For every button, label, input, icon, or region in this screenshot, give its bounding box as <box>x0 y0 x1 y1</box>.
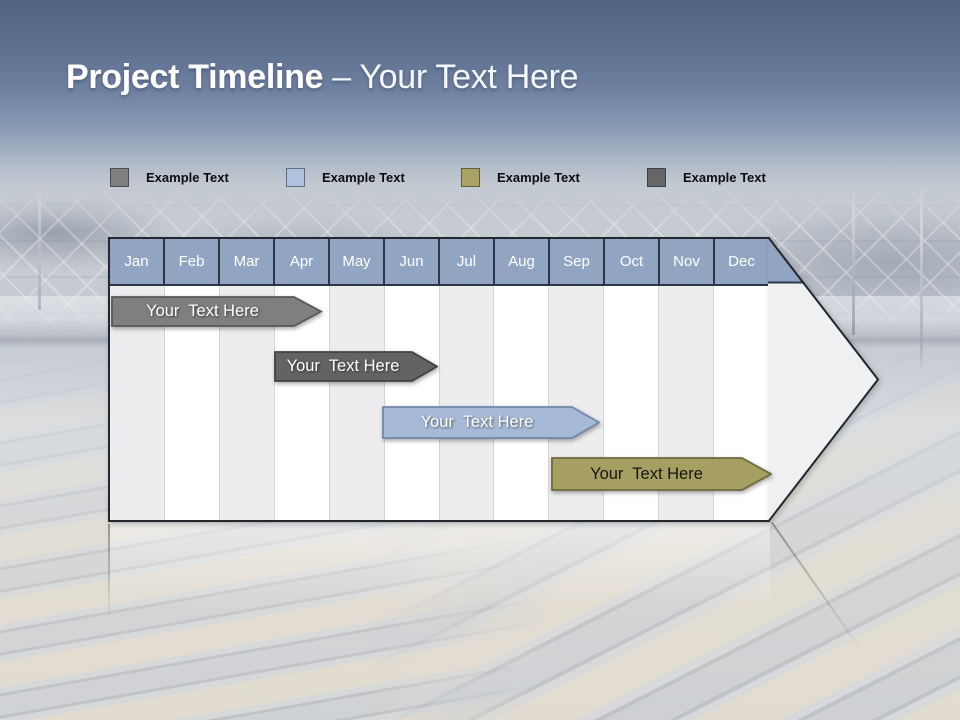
month-cell-aug[interactable]: Aug <box>493 239 548 284</box>
column-jul <box>438 286 494 520</box>
month-label: Mar <box>233 253 260 270</box>
task-bar-2[interactable]: Your Text Here <box>274 351 438 382</box>
month-label: Oct <box>619 253 644 270</box>
background-catenary-mast <box>38 175 41 310</box>
timeline-arrow-tip <box>768 237 879 522</box>
task-bar-4-label[interactable]: Your Text Here <box>590 464 703 483</box>
month-cell-sep[interactable]: Sep <box>548 239 603 284</box>
legend-item-gray[interactable]: Example Text <box>110 168 229 187</box>
slide-title[interactable]: Project Timeline– Your Text Here <box>66 58 579 97</box>
legend-item-blue[interactable]: Example Text <box>286 168 405 187</box>
month-label: Jun <box>399 253 424 270</box>
task-bar-4[interactable]: Your Text Here <box>551 457 772 491</box>
month-cell-mar[interactable]: Mar <box>218 239 273 284</box>
month-cell-dec[interactable]: Dec <box>713 239 768 284</box>
month-cell-may[interactable]: May <box>328 239 383 284</box>
month-label: Aug <box>508 253 535 270</box>
task-bar-3[interactable]: Your Text Here <box>382 406 600 439</box>
legend-swatch-darkgray[interactable] <box>647 168 666 187</box>
task-bar-2-label[interactable]: Your Text Here <box>286 357 400 375</box>
month-cell-jan[interactable]: Jan <box>110 239 163 284</box>
month-label: Jul <box>456 253 477 270</box>
legend-swatch-gray[interactable] <box>110 168 129 187</box>
month-header-row: Jan Feb Mar Apr May Jun Jul Aug Sep Oct … <box>110 239 768 286</box>
chart-reflection-left-edge <box>108 524 110 620</box>
task-bar-3-label[interactable]: Your Text Here <box>420 413 534 431</box>
task-bar-1[interactable]: Your Text Here <box>111 296 323 327</box>
month-label: Jan <box>124 253 149 270</box>
month-cell-oct[interactable]: Oct <box>603 239 658 284</box>
month-label: Feb <box>178 253 205 270</box>
column-aug <box>493 286 549 520</box>
timeline-chart[interactable]: Jan Feb Mar Apr May Jun Jul Aug Sep Oct … <box>108 237 880 522</box>
chart-reflection-haze <box>108 523 770 608</box>
legend-item-darkgray[interactable]: Example Text <box>647 168 766 187</box>
legend-swatch-olive[interactable] <box>461 168 480 187</box>
month-cell-feb[interactable]: Feb <box>163 239 218 284</box>
month-label: Apr <box>289 253 314 270</box>
month-cell-jul[interactable]: Jul <box>438 239 493 284</box>
month-label: Dec <box>728 253 755 270</box>
legend-label[interactable]: Example Text <box>146 170 229 185</box>
month-label: May <box>342 253 371 270</box>
legend-label[interactable]: Example Text <box>497 170 580 185</box>
legend-item-olive[interactable]: Example Text <box>461 168 580 187</box>
legend-label[interactable]: Example Text <box>322 170 405 185</box>
slide-title-bold: Project Timeline <box>66 58 324 96</box>
month-cell-apr[interactable]: Apr <box>273 239 328 284</box>
month-label: Sep <box>563 253 590 270</box>
column-may <box>328 286 384 520</box>
slide-title-placeholder: – Your Text Here <box>332 58 579 96</box>
task-bar-1-label[interactable]: Your Text Here <box>146 302 259 320</box>
legend-label[interactable]: Example Text <box>683 170 766 185</box>
month-cell-jun[interactable]: Jun <box>383 239 438 284</box>
month-cell-nov[interactable]: Nov <box>658 239 713 284</box>
column-jun <box>383 286 439 520</box>
legend-swatch-blue[interactable] <box>286 168 305 187</box>
month-label: Nov <box>673 253 700 270</box>
